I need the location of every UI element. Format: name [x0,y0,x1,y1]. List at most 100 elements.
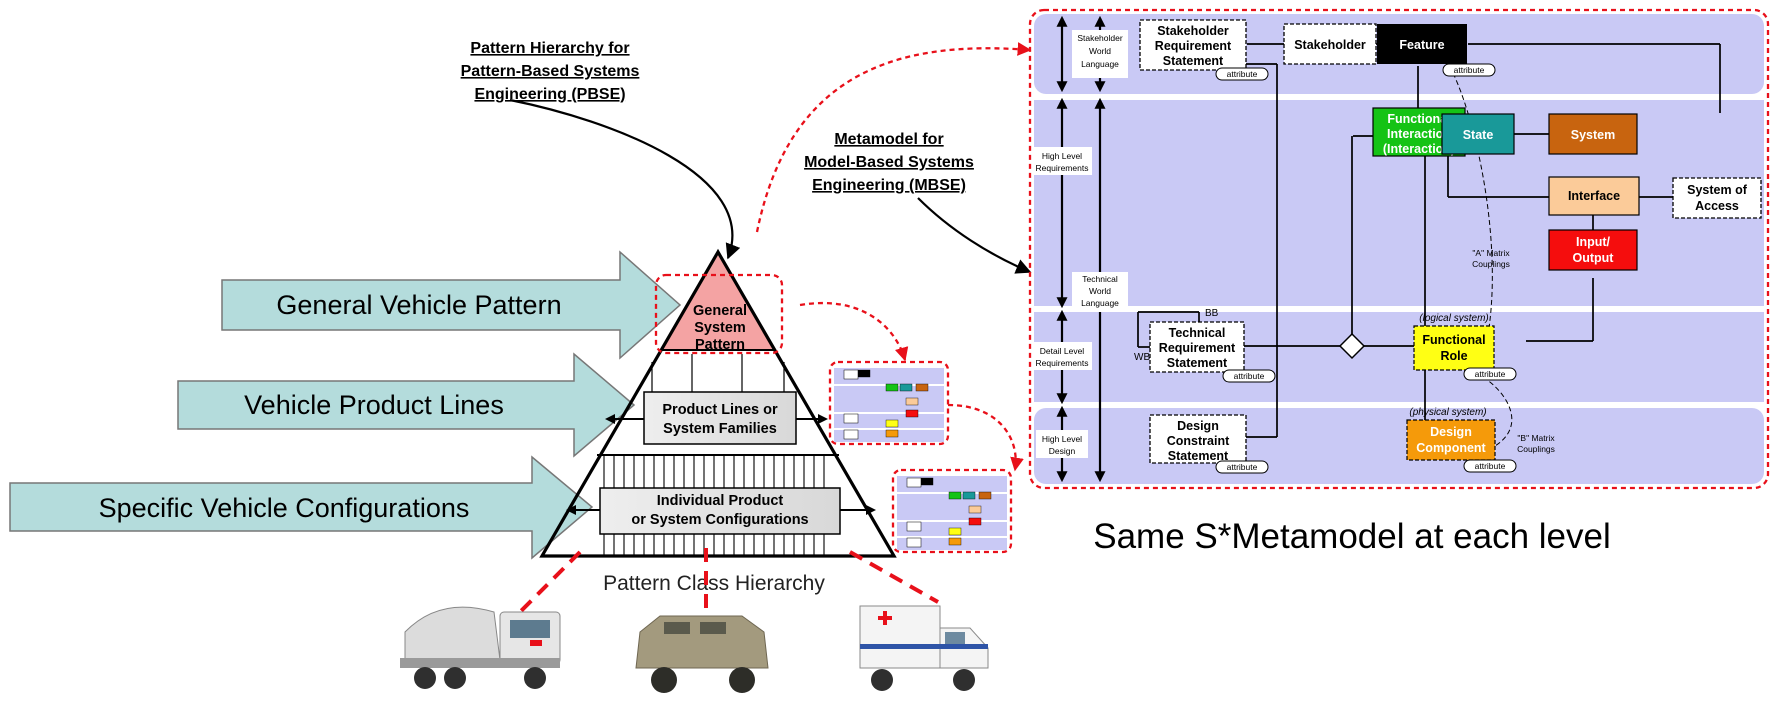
svg-text:Functional: Functional [1422,333,1485,347]
vehicle-mixer-truck [400,606,561,689]
box-interface: Interface [1548,176,1640,216]
svg-text:General Vehicle Pattern: General Vehicle Pattern [276,290,561,320]
metamodel-thumbnail-1 [828,360,950,446]
pbse-title: Pattern Hierarchy for Pattern-Based Syst… [461,40,640,103]
band-label-high-level-design: High Level Design [1036,430,1088,458]
association-diamond [1338,332,1366,360]
red-link-apex-to-thumb [799,302,909,362]
arrow-vehicle-product-lines: Vehicle Product Lines [177,352,636,458]
attribute-pill-feature: attribute [1442,63,1496,77]
svg-text:World: World [1089,286,1111,296]
b-matrix-label: "B" Matrix Couplings [1517,433,1555,454]
svg-text:Engineering (PBSE): Engineering (PBSE) [474,86,625,103]
box-feature: Feature [1377,24,1467,64]
pyramid-caption: Pattern Class Hierarchy [603,572,825,595]
svg-text:Statement: Statement [1167,356,1228,370]
svg-text:Language: Language [1081,298,1119,308]
band-label-technical-world: Technical World Language [1072,272,1128,312]
svg-text:Constraint: Constraint [1167,434,1230,448]
svg-text:Interface: Interface [1568,189,1620,203]
svg-text:Output: Output [1573,251,1615,265]
svg-text:Specific Vehicle Configuration: Specific Vehicle Configurations [99,493,470,523]
box-functional-role: Functional Role [1413,325,1495,371]
apex-highlight-frame [654,273,784,355]
svg-text:"A" Matrix: "A" Matrix [1472,248,1510,258]
svg-text:Individual Product: Individual Product [657,493,784,509]
svg-text:attribute: attribute [1475,369,1506,379]
bb-label: BB [1205,308,1219,319]
pbse-pointer-arrow [509,98,741,260]
svg-text:Design: Design [1177,419,1219,433]
svg-text:attribute: attribute [1227,462,1258,472]
metamodel-frame [1028,8,1770,490]
vehicle-ambulance [859,605,989,691]
svg-text:Interaction: Interaction [1387,127,1451,141]
svg-text:Vehicle Product Lines: Vehicle Product Lines [244,390,504,420]
svg-text:State: State [1463,128,1494,142]
svg-text:Requirement: Requirement [1159,341,1236,355]
svg-text:System: System [694,320,746,336]
configurations-box [599,487,841,535]
svg-text:Input/: Input/ [1576,235,1611,249]
svg-text:"B" Matrix: "B" Matrix [1517,433,1555,443]
svg-text:attribute: attribute [1227,69,1258,79]
svg-text:attribute: attribute [1234,371,1265,381]
svg-text:or System Configurations: or System Configurations [631,512,808,528]
attribute-pill-design-constraint: attribute [1215,460,1269,474]
svg-text:World: World [1089,46,1111,56]
box-design-component: Design Component [1406,419,1496,461]
svg-text:Stakeholder: Stakeholder [1077,33,1123,43]
logical-system-label: (logical system) [1419,313,1488,324]
svg-text:Requirements: Requirements [1036,163,1089,173]
band-label-detail-level: Detail Level Requirements [1032,342,1092,370]
attribute-pill-design-component: attribute [1463,459,1517,473]
svg-text:Feature: Feature [1399,38,1444,52]
svg-text:Statement: Statement [1168,449,1229,463]
svg-text:Couplings: Couplings [1472,259,1510,269]
box-state: State [1441,113,1515,155]
metamodel-connectors [1137,43,1721,438]
band-label-high-level-requirements: High Level Requirements [1032,147,1092,175]
svg-text:Language: Language [1081,59,1119,69]
svg-text:Detail Level: Detail Level [1040,346,1085,356]
box-stakeholder: Stakeholder [1283,23,1377,65]
svg-text:System Families: System Families [663,421,777,437]
box-stakeholder-requirement: Stakeholder Requirement Statement [1139,19,1247,71]
svg-text:Design: Design [1430,425,1472,439]
red-link-thumb-to-thumb [947,403,1024,472]
svg-text:attribute: attribute [1475,461,1506,471]
attribute-pill-functional-role: attribute [1463,367,1517,381]
mbse-pointer-arrow [917,197,1032,274]
s-metamodel-panel: Stakeholder World Language High Level Re… [1028,8,1770,490]
arrow-general-vehicle-pattern: General Vehicle Pattern [221,250,682,360]
band-label-stakeholder-world: Stakeholder World Language [1072,30,1128,78]
attribute-pill-technical-req: attribute [1222,369,1276,383]
red-link-top [755,42,1032,233]
svg-text:Requirements: Requirements [1036,358,1089,368]
svg-text:Couplings: Couplings [1517,444,1555,454]
apex-label: General System Pattern [693,303,747,353]
wb-label: WB [1134,352,1150,363]
svg-text:Model-Based Systems: Model-Based Systems [804,154,974,171]
svg-text:Role: Role [1440,349,1467,363]
pyramid-apex [660,255,776,350]
arrow-specific-vehicle-configurations: Specific Vehicle Configurations [9,455,594,560]
box-design-constraint: Design Constraint Statement [1149,414,1247,464]
box-technical-requirement: Technical Requirement Statement [1149,321,1245,373]
svg-text:Access: Access [1695,199,1739,213]
vehicle-armored [635,615,769,693]
mbse-title: Metamodel for Model-Based Systems Engine… [804,131,974,194]
svg-text:High Level: High Level [1042,151,1082,161]
svg-text:Component: Component [1416,441,1486,455]
product-lines-box [643,391,797,445]
svg-text:High Level: High Level [1042,434,1082,444]
svg-text:System: System [1571,128,1615,142]
svg-text:Product Lines or: Product Lines or [662,402,778,418]
svg-text:(Interaction): (Interaction) [1383,142,1455,156]
svg-text:Functional: Functional [1387,112,1450,126]
svg-text:Pattern: Pattern [695,337,745,353]
svg-text:Requirement: Requirement [1155,39,1232,53]
box-system-of-access: System of Access [1672,177,1762,219]
a-matrix-label: "A" Matrix Couplings [1472,248,1510,269]
